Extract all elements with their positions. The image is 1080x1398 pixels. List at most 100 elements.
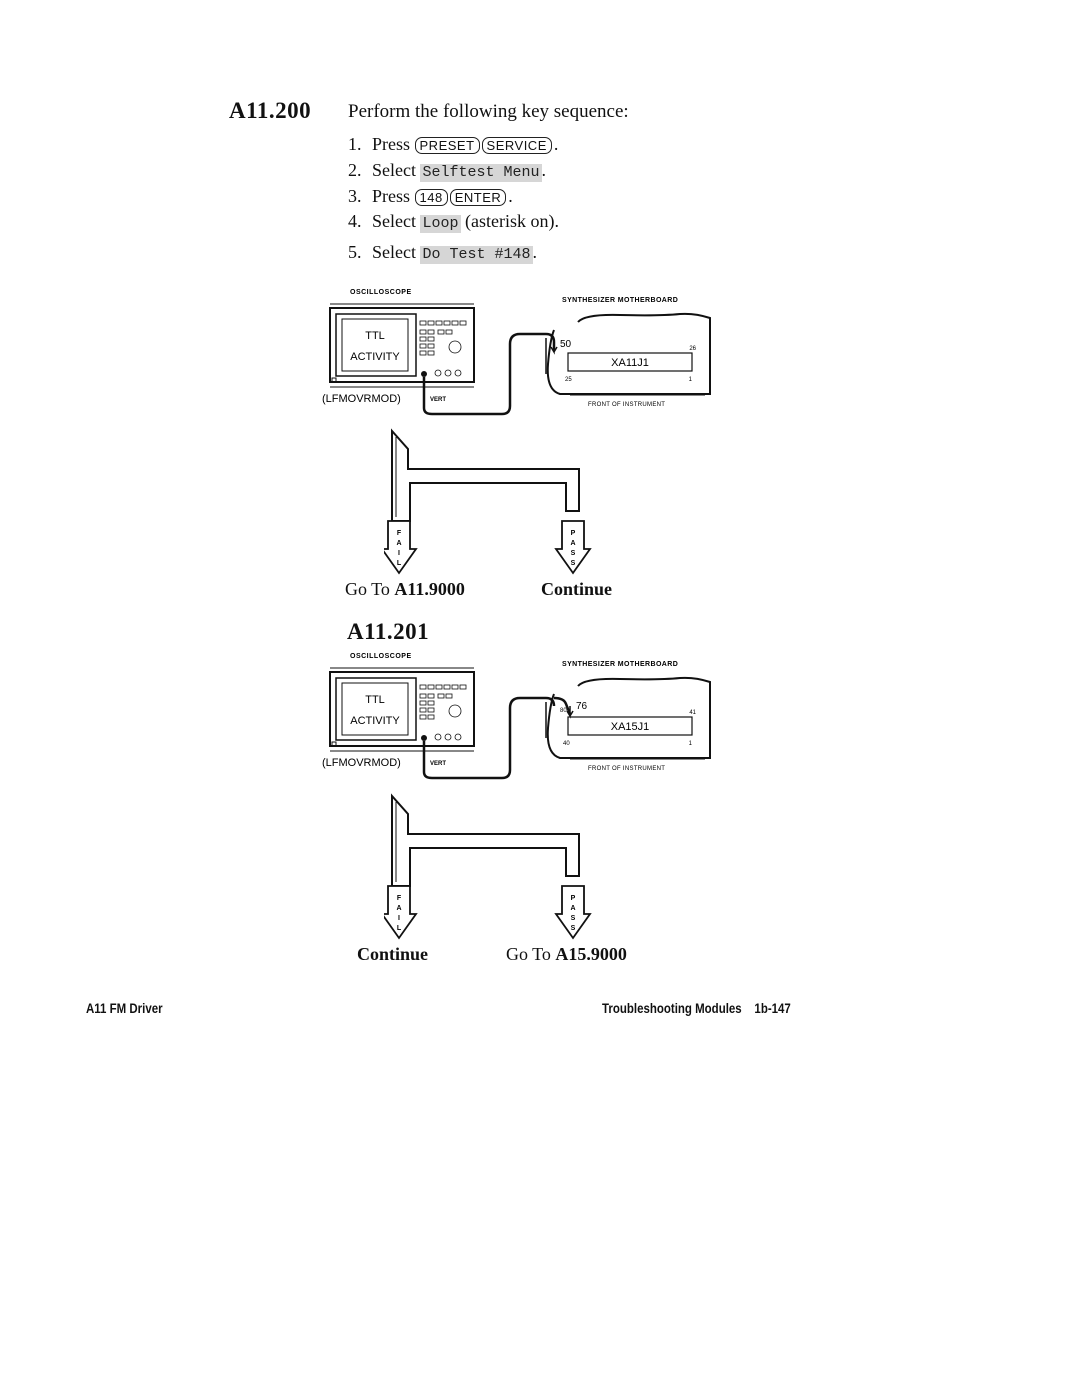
fail-arrow [384, 520, 418, 575]
step-verb: Select [372, 242, 416, 262]
test-setup-diagram-2: OSCILLOSCOPE TTL ACTIVITY (LFMOVRMOD) VE… [322, 653, 711, 780]
fail-target-step: A11.9000 [394, 579, 465, 599]
oscilloscope-label: OSCILLOSCOPE [350, 653, 412, 660]
pass-arrow [554, 885, 592, 940]
fail-outcome-2: Continue [357, 944, 428, 965]
test-setup-diagram-1: OSCILLOSCOPE TTL ACTIVITY (LFMOVRMOD) VE… [322, 289, 711, 416]
pass-arrow [554, 520, 592, 575]
fail-letter: A [396, 540, 401, 547]
step-verb: Select [372, 211, 416, 231]
key-148: 148 [414, 189, 448, 206]
pin-bottom-right: 1 [689, 377, 693, 383]
pin-bottom-left: 25 [565, 377, 572, 383]
board-label: SYNTHESIZER MOTHERBOARD [562, 297, 678, 304]
preset-key: PRESET [414, 137, 480, 154]
connector-xa11j1 [567, 352, 693, 372]
fail-arrow [384, 885, 418, 940]
pass-letter: S [571, 915, 576, 922]
go-to-text: Go To [506, 944, 551, 964]
service-key: SERVICE [481, 137, 552, 154]
oscilloscope-label: OSCILLOSCOPE [350, 289, 412, 296]
step-4: 4. Select Loop (asterisk on). [348, 211, 559, 233]
step-id-a11-201: A11.201 [347, 619, 430, 644]
fail-letter: A [396, 905, 401, 912]
step-number: 5. [348, 242, 362, 262]
screen-ttl: TTL [365, 694, 385, 706]
step-end: (asterisk on). [465, 211, 559, 231]
fail-outcome-1: Go To A11.9000 [345, 579, 465, 600]
motherboard-outline [546, 676, 711, 759]
screen-activity: ACTIVITY [350, 715, 400, 727]
footer-module-name: A11 FM Driver [86, 1000, 163, 1016]
keypad [419, 684, 467, 741]
pass-letter: P [571, 530, 576, 537]
screen-ttl: TTL [365, 330, 385, 342]
fail-letter: I [398, 550, 400, 557]
loop-softkey: Loop [420, 215, 461, 233]
keypad [419, 320, 467, 377]
step-verb: Select [372, 160, 416, 180]
pin-probe: 76 [576, 701, 588, 712]
vert-label: VERT [430, 397, 446, 403]
fail-letter: I [398, 915, 400, 922]
step-end: . [553, 134, 559, 154]
step-verb: Press [372, 134, 411, 154]
fail-result: Continue [357, 944, 429, 964]
probe-cable [422, 332, 556, 416]
intro-text: Perform the following key sequence: [348, 101, 629, 122]
probe-label: (LFMOVRMOD) [322, 757, 401, 769]
decision-branch-1: F A I L P A S S [384, 428, 592, 575]
pin-bottom-left: 40 [563, 741, 570, 747]
fail-letter: F [397, 895, 402, 902]
step-number: 1. [348, 134, 362, 154]
connector-name: XA11J1 [611, 357, 649, 369]
pass-outcome-1: Continue [541, 579, 612, 600]
step-number: 4. [348, 211, 362, 231]
step-id-a11-200: A11.200 [229, 98, 312, 123]
footer-section-title: Troubleshooting Modules [602, 1000, 742, 1016]
pin-top-right: 26 [689, 346, 696, 352]
page-number: 1b-147 [754, 1000, 791, 1016]
pass-letter: S [571, 560, 576, 567]
step-end: . [508, 186, 513, 206]
pass-outcome-2: Go To A15.9000 [506, 944, 627, 965]
footer-section: Troubleshooting Modules 1b-147 [602, 1000, 791, 1016]
pass-letter: S [571, 925, 576, 932]
pin-top-right: 41 [689, 710, 696, 716]
board-label: SYNTHESIZER MOTHERBOARD [562, 661, 678, 668]
fail-letter: L [397, 925, 402, 932]
probe-cable [422, 696, 556, 780]
step-verb: Press [372, 186, 411, 206]
connector-xa15j1 [567, 716, 693, 736]
pass-letter: A [570, 540, 575, 547]
fail-letter: L [397, 560, 402, 567]
pass-target-step: A15.9000 [555, 944, 627, 964]
step-end: . [541, 160, 547, 180]
pass-result: Continue [541, 579, 613, 599]
pass-letter: P [571, 895, 576, 902]
vert-label: VERT [430, 761, 446, 767]
do-test-softkey: Do Test #148 [420, 246, 533, 264]
selftest-menu-softkey: Selftest Menu [420, 164, 542, 182]
probe-label: (LFMOVRMOD) [322, 393, 401, 405]
step-number: 3. [348, 186, 362, 206]
screen-activity: ACTIVITY [350, 351, 400, 363]
step-number: 2. [348, 160, 362, 180]
front-label: FRONT OF INSTRUMENT [588, 766, 665, 772]
decision-branch-2: F A I L P A S S [384, 793, 592, 940]
step-5: 5. Select Do Test #148. [348, 242, 537, 264]
go-to-text: Go To [345, 579, 390, 599]
pass-letter: S [571, 550, 576, 557]
pin-probe: 50 [560, 339, 572, 350]
step-2: 2. Select Selftest Menu. [348, 160, 546, 182]
pass-letter: A [570, 905, 575, 912]
pin-top-left: 80 [560, 708, 567, 714]
enter-key: ENTER [449, 189, 507, 206]
front-label: FRONT OF INSTRUMENT [588, 402, 665, 408]
step-end: . [532, 242, 538, 262]
fail-letter: F [397, 530, 402, 537]
connector-name: XA15J1 [611, 721, 650, 733]
pin-bottom-right: 1 [689, 741, 693, 747]
